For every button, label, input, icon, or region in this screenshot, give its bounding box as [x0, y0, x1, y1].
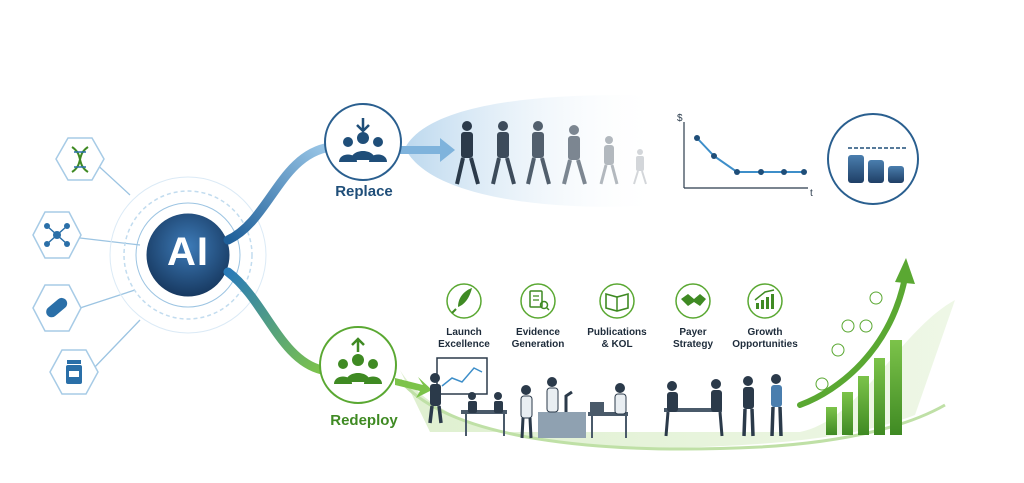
function-launch-excellence: Launch Excellence [438, 327, 490, 350]
redeploy-label: Redeploy [330, 412, 398, 429]
redeploy-icon [319, 326, 397, 404]
function-publications-kol: Publications & KOL [587, 327, 647, 350]
laptop-group [588, 383, 628, 438]
redeploy-arrow [395, 377, 432, 398]
open-book-icon [599, 283, 635, 319]
cost-chart [683, 122, 808, 189]
growth-arrowhead [895, 258, 915, 284]
redeploy-branch [223, 267, 327, 375]
cost-chart-x-symbol: t [810, 188, 813, 199]
rocket-icon [446, 283, 482, 319]
function-growth-opportunities: Growth Opportunities [732, 327, 798, 350]
ai-hub-label: AI [167, 230, 209, 274]
replace-arrow [400, 138, 455, 162]
presentation-board [436, 357, 488, 395]
growth-bars [826, 340, 902, 435]
cost-reduction-icon [827, 113, 919, 205]
growth-mini-icons [815, 291, 883, 391]
document-search-icon [520, 283, 556, 319]
ai-hub [143, 210, 233, 300]
meeting-group-2 [664, 379, 724, 437]
lab-group [520, 377, 586, 439]
source-icons [79, 159, 141, 371]
replace-label: Replace [335, 183, 393, 200]
redeployed-teams [428, 373, 783, 439]
function-payer-strategy: Payer Strategy [672, 327, 713, 350]
growth-arrow [797, 275, 908, 408]
handshake-icon [675, 283, 711, 319]
molecule-icon [32, 211, 82, 259]
dna-icon [55, 137, 105, 181]
ai-hub-rings [109, 176, 267, 334]
function-evidence-generation: Evidence Generation [511, 327, 565, 350]
cost-chart-y-symbol: $ [677, 113, 683, 124]
replace-branch [223, 142, 335, 245]
medicine-bottle-icon [49, 349, 99, 395]
replace-icon [324, 103, 402, 181]
pill-icon [32, 284, 82, 332]
presenter [428, 373, 443, 424]
standing-pair [742, 374, 783, 437]
growth-chart-icon [747, 283, 783, 319]
fading-workforce [455, 121, 647, 185]
meeting-group-1 [461, 392, 507, 436]
